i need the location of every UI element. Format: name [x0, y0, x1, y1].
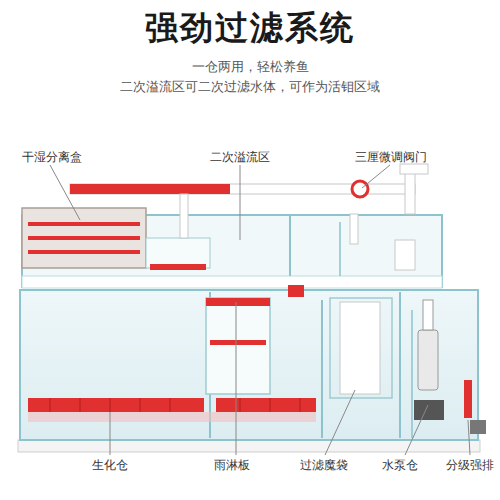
bio-mat [216, 398, 316, 412]
pump [418, 330, 438, 390]
drain-pipe [464, 380, 472, 418]
partition [399, 292, 401, 438]
subtitle: 一仓两用，轻松养鱼 [0, 58, 500, 75]
rain-plate-box [206, 298, 270, 394]
part-label: 干湿分离盒 [22, 150, 82, 165]
partition [321, 300, 323, 438]
part-label: 二次溢流区 [210, 150, 270, 165]
pipe-elbow [400, 164, 428, 174]
tray-floor [22, 276, 442, 288]
filter-bag-frame [330, 298, 392, 398]
part-label: 分级强排 [446, 458, 494, 473]
lower-tank [20, 290, 478, 440]
pipe-drop [180, 194, 188, 238]
pump-foot [414, 400, 444, 420]
page-title: 强劲过滤系统 [0, 8, 500, 48]
bio-mat [28, 398, 204, 412]
tray-partition [289, 215, 291, 276]
tray-partition [339, 222, 341, 276]
upper-tray [22, 215, 442, 287]
tray-plate [150, 264, 206, 270]
drain-fitting [470, 420, 486, 434]
valve [352, 181, 368, 197]
rain-plate [206, 298, 270, 306]
pipe-vertical [405, 170, 415, 214]
part-label: 水泵仓 [382, 458, 418, 473]
mat-legs [28, 412, 316, 422]
part-label: 雨淋板 [214, 458, 250, 473]
partition [411, 310, 413, 438]
part-label: 过滤魔袋 [300, 458, 348, 473]
dry-wet-box [22, 208, 146, 268]
subtitle: 二次溢流区可二次过滤水体，可作为活钼区域 [0, 78, 500, 95]
filter-bag [340, 302, 380, 394]
rain-plate [210, 340, 266, 345]
part-label: 生化仓 [92, 458, 128, 473]
pump-outlet [423, 300, 433, 330]
part-label: 三厘微调阀门 [355, 150, 427, 165]
